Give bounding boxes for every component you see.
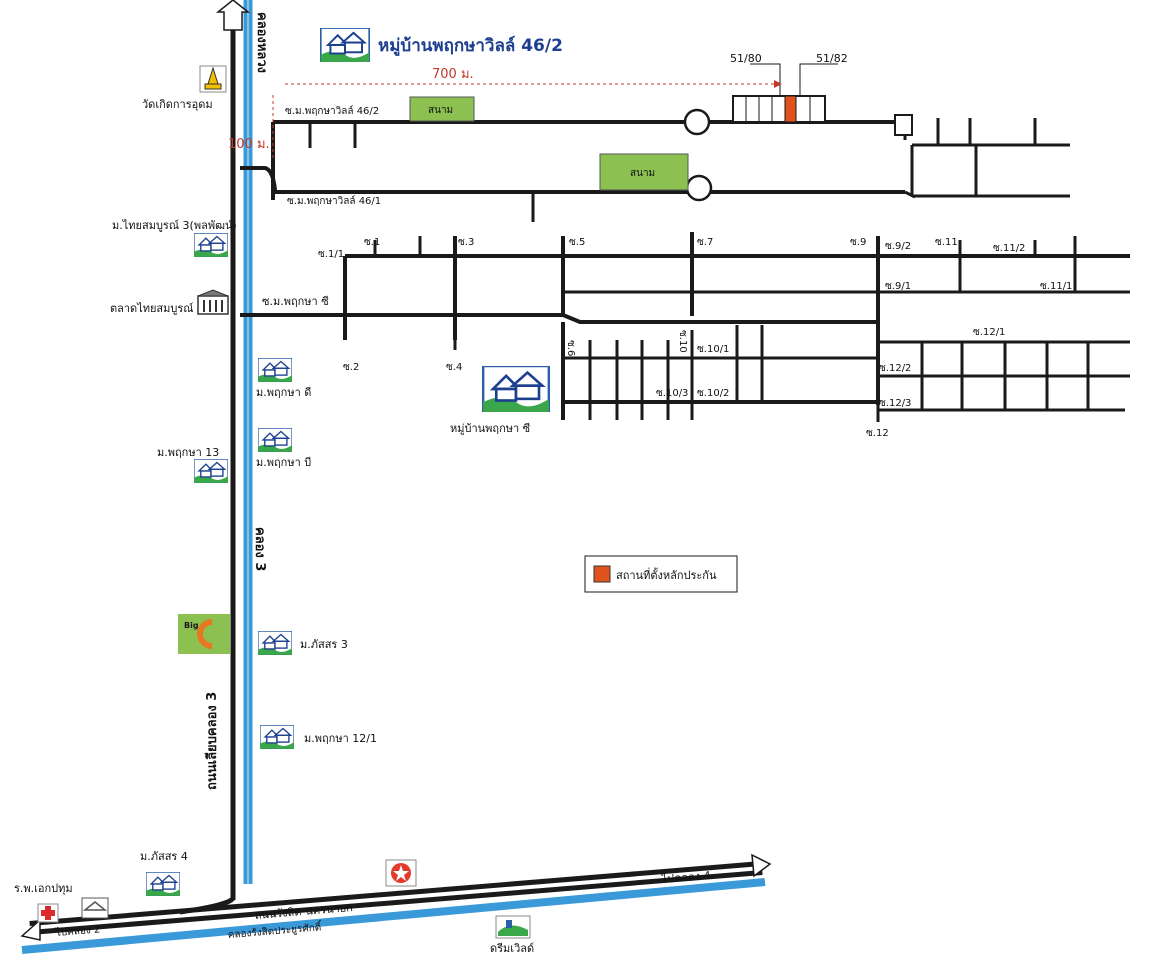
- house-icon: [260, 725, 294, 749]
- house-icon: [146, 872, 180, 896]
- svg-text:Big: Big: [184, 621, 199, 630]
- klong3-road-label: ถนนเลียบคลอง 3: [204, 692, 220, 790]
- north-arrow: [215, 0, 251, 31]
- svg-text:สนาม: สนาม: [428, 105, 453, 116]
- legend-box: สถานที่ตั้งหลักประกัน: [584, 555, 738, 593]
- svg-text:ซ.12/2: ซ.12/2: [879, 363, 911, 374]
- roundabout-2: [685, 174, 713, 202]
- svg-text:ซ.2: ซ.2: [343, 362, 359, 373]
- house-icon: [258, 428, 292, 452]
- wat-icon: [199, 65, 227, 93]
- svg-text:ซ.11/1: ซ.11/1: [1040, 281, 1072, 292]
- to-klong4-label: ไปคลอง 4: [660, 869, 711, 886]
- svg-text:ม.ภัสสร 3: ม.ภัสสร 3: [300, 638, 348, 651]
- bigc-logo: Big: [178, 614, 230, 654]
- house-icon: [194, 233, 228, 257]
- svg-text:ซ.11/2: ซ.11/2: [993, 243, 1025, 254]
- field-2: [599, 153, 689, 191]
- plot-51-82: 51/82: [816, 52, 848, 65]
- house-icon: [258, 631, 292, 655]
- svg-text:ซ.ม.พฤกษา ซี: ซ.ม.พฤกษา ซี: [262, 295, 329, 308]
- distance-700: 700 ม.: [432, 67, 474, 82]
- klong3-label: คลอง 3: [252, 527, 267, 571]
- hospital-icon: [37, 903, 59, 923]
- svg-text:ซ.9/2: ซ.9/2: [885, 241, 911, 252]
- svg-text:ซ.9: ซ.9: [850, 237, 866, 248]
- plots-row: [732, 63, 838, 123]
- svg-text:ม.ภัสสร 4: ม.ภัสสร 4: [140, 850, 188, 863]
- svg-text:ซ.12/3: ซ.12/3: [879, 398, 911, 409]
- legend-swatch: [593, 565, 611, 583]
- field-1: [409, 96, 475, 122]
- svg-text:ซ.1: ซ.1: [364, 237, 380, 248]
- canal-rangsit: [21, 878, 766, 954]
- rangsit-canal-label: คลองรังสิตประยูรศักดิ์: [227, 919, 323, 941]
- svg-text:ตลาดไทยสมบูรณ์: ตลาดไทยสมบูรณ์: [110, 302, 194, 315]
- house-icon: [194, 459, 228, 483]
- svg-text:ซ.4: ซ.4: [446, 362, 462, 373]
- to-klong2-label: ไปคลอง 2: [54, 923, 100, 939]
- gas-station-icon: [385, 859, 417, 887]
- svg-text:ซ.ม.พฤกษาวิลล์ 46/1: ซ.ม.พฤกษาวิลล์ 46/1: [287, 195, 381, 207]
- svg-text:หมู่บ้านพฤกษา ซี: หมู่บ้านพฤกษา ซี: [450, 422, 531, 435]
- svg-text:ม.พฤกษา บี: ม.พฤกษา บี: [256, 456, 311, 469]
- market-icon: [197, 289, 229, 315]
- svg-text:ม.พฤกษา 12/1: ม.พฤกษา 12/1: [304, 732, 377, 745]
- roundabout-1: [683, 108, 711, 136]
- svg-text:ซ.12/1: ซ.12/1: [973, 327, 1005, 338]
- dreamworld-icon: [495, 915, 531, 939]
- svg-text:ซ.7: ซ.7: [697, 237, 713, 248]
- title-logo: [320, 28, 370, 62]
- svg-text:ดรีมเวิลด์: ดรีมเวิลด์: [490, 942, 534, 955]
- svg-text:ซ.12: ซ.12: [866, 428, 889, 439]
- svg-text:ซ.10: ซ.10: [677, 330, 688, 353]
- distance-100: 100 ม.: [228, 137, 270, 152]
- svg-text:ซ.9/1: ซ.9/1: [885, 281, 911, 292]
- canal-top-label: คลองหลวง: [254, 12, 269, 73]
- legend-label: สถานที่ตั้งหลักประกัน: [616, 567, 717, 582]
- svg-text:ม.ไทยสมบูรณ์ 3(พลพัฒน์): ม.ไทยสมบูรณ์ 3(พลพัฒน์): [112, 219, 237, 232]
- svg-text:ซ.11: ซ.11: [935, 237, 958, 248]
- svg-text:ร.พ.เอกปทุม: ร.พ.เอกปทุม: [14, 882, 73, 895]
- collateral-plot: [784, 95, 797, 123]
- svg-text:สนาม: สนาม: [630, 168, 655, 179]
- svg-text:ซ.10/3: ซ.10/3: [656, 388, 688, 399]
- svg-text:วัดเกิดการอุดม: วัดเกิดการอุดม: [142, 98, 213, 111]
- map-title: หมู่บ้านพฤกษาวิลล์ 46/2: [378, 35, 563, 57]
- svg-text:ซ.ม.พฤกษาวิลล์ 46/2: ซ.ม.พฤกษาวิลล์ 46/2: [285, 105, 379, 117]
- house-icon: [482, 366, 550, 412]
- svg-text:ซ.1/1: ซ.1/1: [318, 249, 344, 260]
- svg-text:ซ.5: ซ.5: [569, 237, 585, 248]
- plot-51-80: 51/80: [730, 52, 762, 65]
- svg-text:ม.พฤกษา 13: ม.พฤกษา 13: [157, 446, 219, 459]
- svg-text:ซ.3: ซ.3: [458, 237, 474, 248]
- svg-text:ซ.10/1: ซ.10/1: [697, 344, 729, 355]
- svg-text:ซ.10/2: ซ.10/2: [697, 388, 729, 399]
- building-icon: [81, 897, 109, 919]
- svg-text:ม.พฤกษา ดี: ม.พฤกษา ดี: [256, 386, 311, 399]
- house-icon: [258, 358, 292, 382]
- svg-text:ซ.6: ซ.6: [565, 340, 576, 356]
